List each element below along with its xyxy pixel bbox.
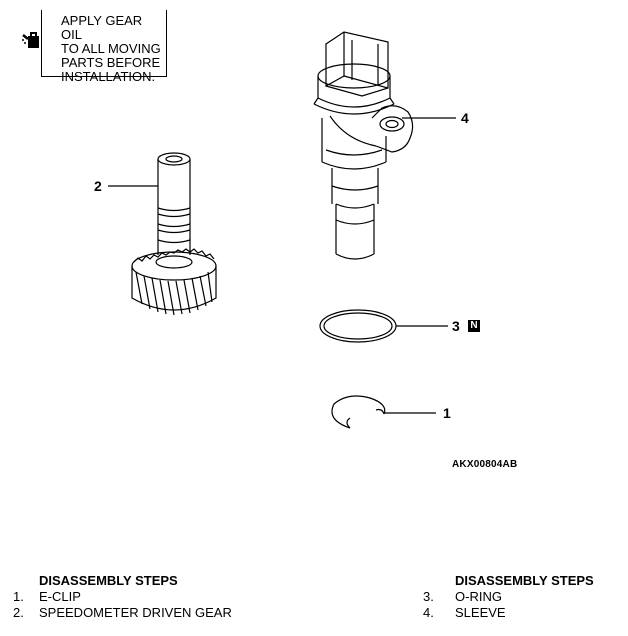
steps-left-title: DISASSEMBLY STEPS [39,573,178,588]
step-number: 2. [13,605,24,620]
reference-code: AKX00804AB [452,459,518,470]
callout-4: 4 [461,110,469,126]
gear-oil-note-text: APPLY GEAR OIL TO ALL MOVING PARTS BEFOR… [61,13,161,84]
step-label: SLEEVE [455,605,506,620]
o-ring-drawing [319,309,397,343]
e-clip-drawing [331,395,386,429]
new-part-badge: N [468,320,480,332]
sleeve-drawing [313,31,414,260]
callout-1: 1 [443,405,451,421]
step-number: 3. [423,589,434,604]
disassembly-steps-left: DISASSEMBLY STEPS 1. E-CLIP 2. SPEEDOMET… [13,573,232,621]
callout-2: 2 [94,178,102,194]
speedometer-driven-gear-drawing [131,152,217,316]
steps-right-title: DISASSEMBLY STEPS [455,573,594,588]
step-label: O-RING [455,589,502,604]
step-label: SPEEDOMETER DRIVEN GEAR [39,605,232,620]
step-row: 4. SLEEVE [423,605,594,621]
step-row: 3. O-RING [423,589,594,605]
step-number: 1. [13,589,24,604]
step-label: E-CLIP [39,589,81,604]
step-row: 2. SPEEDOMETER DRIVEN GEAR [13,605,232,621]
disassembly-steps-right: DISASSEMBLY STEPS 3. O-RING 4. SLEEVE [423,573,594,621]
step-row: 1. E-CLIP [13,589,232,605]
step-number: 4. [423,605,434,620]
callout-3: 3 [452,318,460,334]
gear-oil-note-box: APPLY GEAR OIL TO ALL MOVING PARTS BEFOR… [41,10,167,84]
oil-can-icon [22,32,39,48]
